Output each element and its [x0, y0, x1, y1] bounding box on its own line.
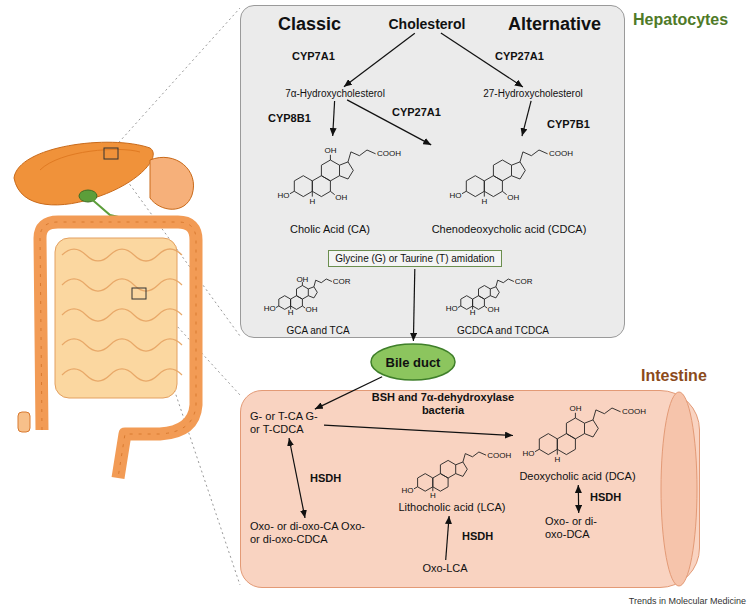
tube-end: [661, 392, 697, 586]
atom-label: COOH: [377, 149, 401, 158]
enzyme-label: CYP7A1: [292, 50, 335, 63]
atom-label: H: [430, 491, 436, 500]
ellipse-shape: [371, 344, 455, 380]
node-text: Cholesterol: [388, 16, 465, 32]
node-text: GCDCA and TCDCA: [457, 325, 549, 336]
enzyme-label: CYP8B1: [268, 112, 311, 125]
atom-label: COR: [333, 277, 351, 286]
appendix: [18, 412, 30, 432]
process-box: Glycine (G) or Taurine (T) amidation: [328, 250, 501, 267]
atom-label: HO: [523, 449, 535, 458]
atom-label: H: [554, 455, 560, 464]
liver-lobe-line: [40, 149, 140, 170]
node-text: Cholic Acid (CA): [290, 223, 370, 235]
note-label: Alternative: [508, 14, 601, 35]
node-text: 7α-Hydroxycholesterol: [285, 88, 385, 99]
node-text: Oxo- or di-oxo-DCA: [545, 515, 613, 541]
enzyme-label: CYP7B1: [547, 118, 590, 131]
node-text: Glycine (G) or Taurine (T) amidation: [335, 253, 494, 264]
atom-label: HO: [446, 304, 458, 313]
node-text: Bile duct: [386, 355, 441, 370]
intestine-panel: IntestineG- or T-CA G- or T-CDCADeoxycho…: [240, 390, 700, 588]
node-text: Oxo- or di-oxo-CA Oxo- or di-oxo-CDCA: [250, 520, 366, 546]
metabolite-name: Oxo- or di-oxo-CA Oxo- or di-oxo-CDCA: [250, 520, 366, 546]
atom-label: H: [309, 197, 315, 206]
atom-label: HO: [278, 191, 290, 200]
node-text: G- or T-CA G- or T-CDCA: [250, 410, 322, 436]
enzyme-label: HSDH: [590, 491, 621, 504]
zoom-box: [132, 288, 146, 299]
atom-label: OH: [296, 275, 308, 284]
enzyme-label: HSDH: [462, 530, 493, 543]
atom-label: HO: [264, 304, 276, 313]
enzyme-label: CYP27A1: [392, 106, 441, 119]
atom-label: HO: [450, 191, 462, 200]
metabolite-name: Oxo- or di-oxo-DCA: [545, 515, 613, 541]
zoom-line: [112, 8, 240, 150]
metabolite-name: G- or T-CA G- or T-CDCA: [250, 410, 322, 436]
node-text: Chenodeoxycholic acid (CDCA): [432, 223, 587, 235]
bile-duct-ellipse: Bile duct: [370, 343, 456, 381]
node-text: GCA and TCA: [286, 325, 349, 336]
note-label: Classic: [278, 14, 341, 35]
metabolite-name: 7α-Hydroxycholesterol: [285, 88, 385, 99]
atom-label: H: [288, 308, 294, 317]
metabolite-name: 27-Hydroxycholesterol: [483, 88, 583, 99]
atom-label: OH: [335, 193, 347, 202]
atom-label: HO: [402, 486, 414, 495]
colon: [40, 222, 196, 478]
enzyme-label: BSH and 7α-dehydroxylase bacteria: [368, 391, 518, 417]
atom-label: COR: [515, 277, 533, 286]
colon-haustra: [40, 222, 196, 478]
atom-label: OH: [487, 305, 499, 314]
atom-label: H: [481, 197, 487, 206]
node-text: Deoxycholic acid (DCA): [519, 470, 635, 483]
atom-label: COOH: [487, 451, 511, 460]
node-text: Intestine: [641, 367, 707, 385]
atom-label: OH: [569, 404, 581, 413]
enzyme-label: HSDH: [310, 472, 341, 485]
node-text: Lithocholic acid (LCA): [399, 501, 506, 514]
node-text: Oxo-LCA: [422, 562, 467, 575]
node-text: Hepatocytes: [633, 11, 728, 29]
metabolite-name: Cholesterol: [388, 16, 465, 32]
note-label: Trends in Molecular Medicine: [629, 596, 746, 606]
tube-opening: [659, 391, 699, 589]
metabolite-name: Oxo-LCA: [422, 562, 467, 575]
atom-label: COOH: [549, 149, 573, 158]
atom-label: OH: [324, 146, 336, 155]
atom-label: H: [470, 308, 476, 317]
atom-label: COOH: [622, 407, 646, 416]
intestine-coils: [62, 249, 182, 381]
enzyme-label: CYP27A1: [495, 50, 544, 63]
stomach: [150, 157, 194, 209]
node-text: 27-Hydroxycholesterol: [483, 88, 583, 99]
atom-label: OH: [507, 193, 519, 202]
liver: [14, 142, 153, 205]
zoom-box: [104, 148, 118, 159]
atom-label: OH: [305, 305, 317, 314]
